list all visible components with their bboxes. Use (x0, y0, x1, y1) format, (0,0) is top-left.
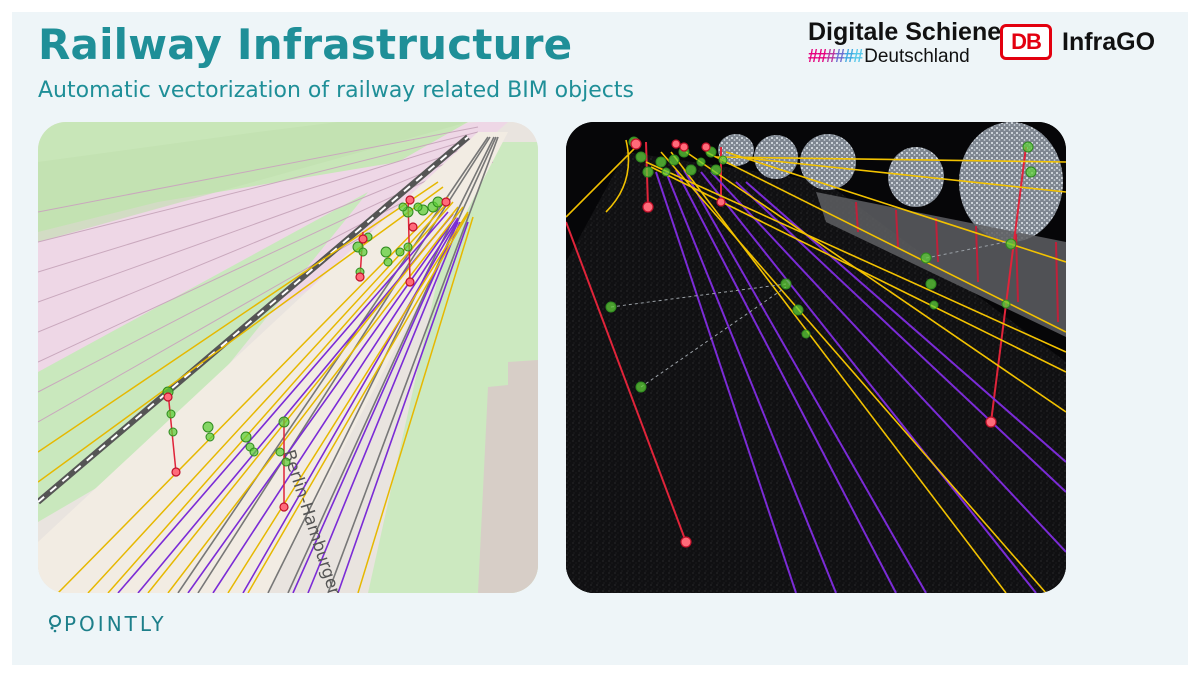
page-subtitle: Automatic vectorization of railway relat… (38, 78, 634, 103)
pointly-wordmark: POINTLY (64, 612, 167, 636)
digitale-schiene-logo-name: Digitale Schiene (808, 18, 1002, 46)
hash-mark: # (844, 46, 854, 66)
hash-mark: # (826, 46, 836, 66)
digitale-schiene-logo-subline: ######Deutschland (808, 46, 970, 70)
mast-endpoints (163, 195, 451, 512)
infrago-logo: InfraGO (1062, 28, 1156, 56)
building-block (478, 382, 538, 593)
map-rails (177, 136, 499, 593)
green-field-band (38, 122, 468, 242)
db-logo: DB (1000, 24, 1052, 60)
hash-mark: # (817, 46, 827, 66)
map-vector-view: Berlin-Hamburger Ba (38, 122, 538, 593)
building-small (508, 360, 538, 387)
road-dashed (38, 134, 470, 505)
db-logo-text: DB (1011, 29, 1042, 54)
green-park-left (38, 192, 368, 522)
trackbed-points (566, 152, 1066, 593)
hash-mark: # (853, 46, 863, 66)
hash-mark: # (808, 46, 818, 66)
digitale-schiene-country: Deutschland (864, 46, 970, 67)
point-cloud-view (566, 122, 1066, 593)
detected-nodes (162, 196, 444, 467)
map-vector-canvas: Berlin-Hamburger Ba (38, 122, 538, 593)
digitale-schiene-hashes: ###### (808, 46, 863, 67)
page-title: Railway Infrastructure (38, 20, 573, 69)
pointly-brand: POINTLY (48, 612, 167, 638)
point-cloud-canvas (566, 122, 1066, 593)
rail-corridor (38, 132, 508, 593)
cross-span-wires (610, 241, 1007, 388)
hash-mark: # (835, 46, 845, 66)
catenary-wires (566, 139, 1066, 593)
mast-endpoints (630, 138, 997, 548)
pointly-mark-icon (49, 615, 61, 633)
tree-canopies (718, 122, 1063, 242)
